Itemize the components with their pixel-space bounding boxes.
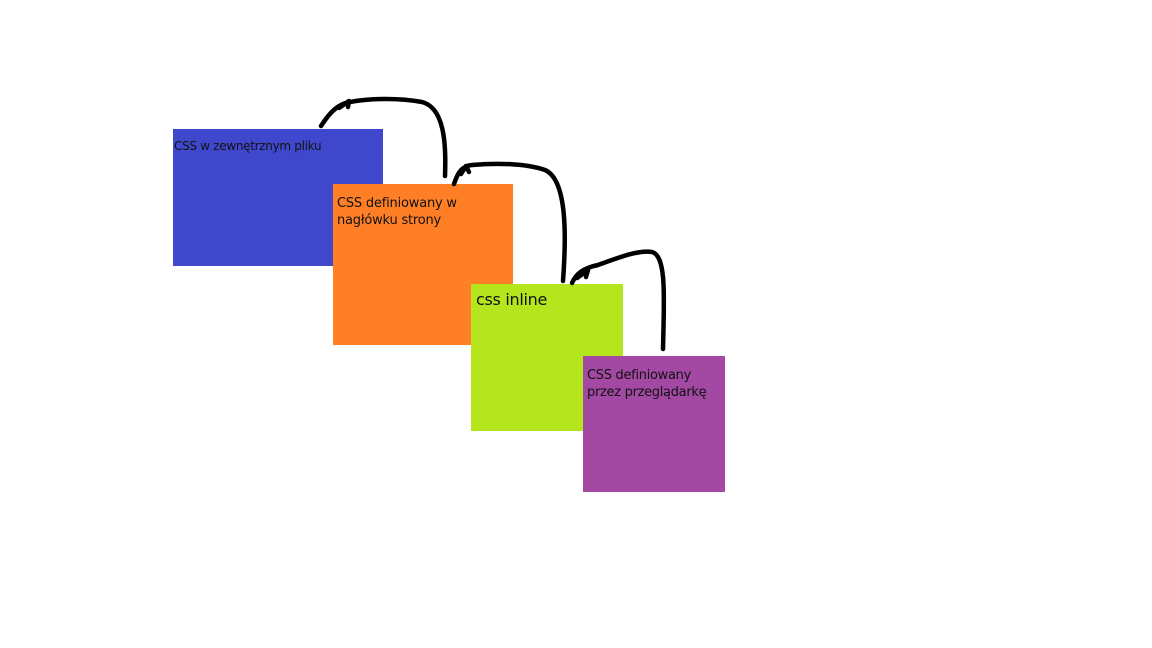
node-label: CSS definiowany w nagłówku strony [337, 196, 457, 228]
node-label: CSS definiowany przez przeglądarkę [587, 368, 707, 400]
node-css-browser-default: CSS definiowany przez przeglądarkę [583, 356, 725, 492]
node-label: CSS w zewnętrznym pliku [174, 139, 322, 153]
node-label: css inline [476, 290, 548, 309]
